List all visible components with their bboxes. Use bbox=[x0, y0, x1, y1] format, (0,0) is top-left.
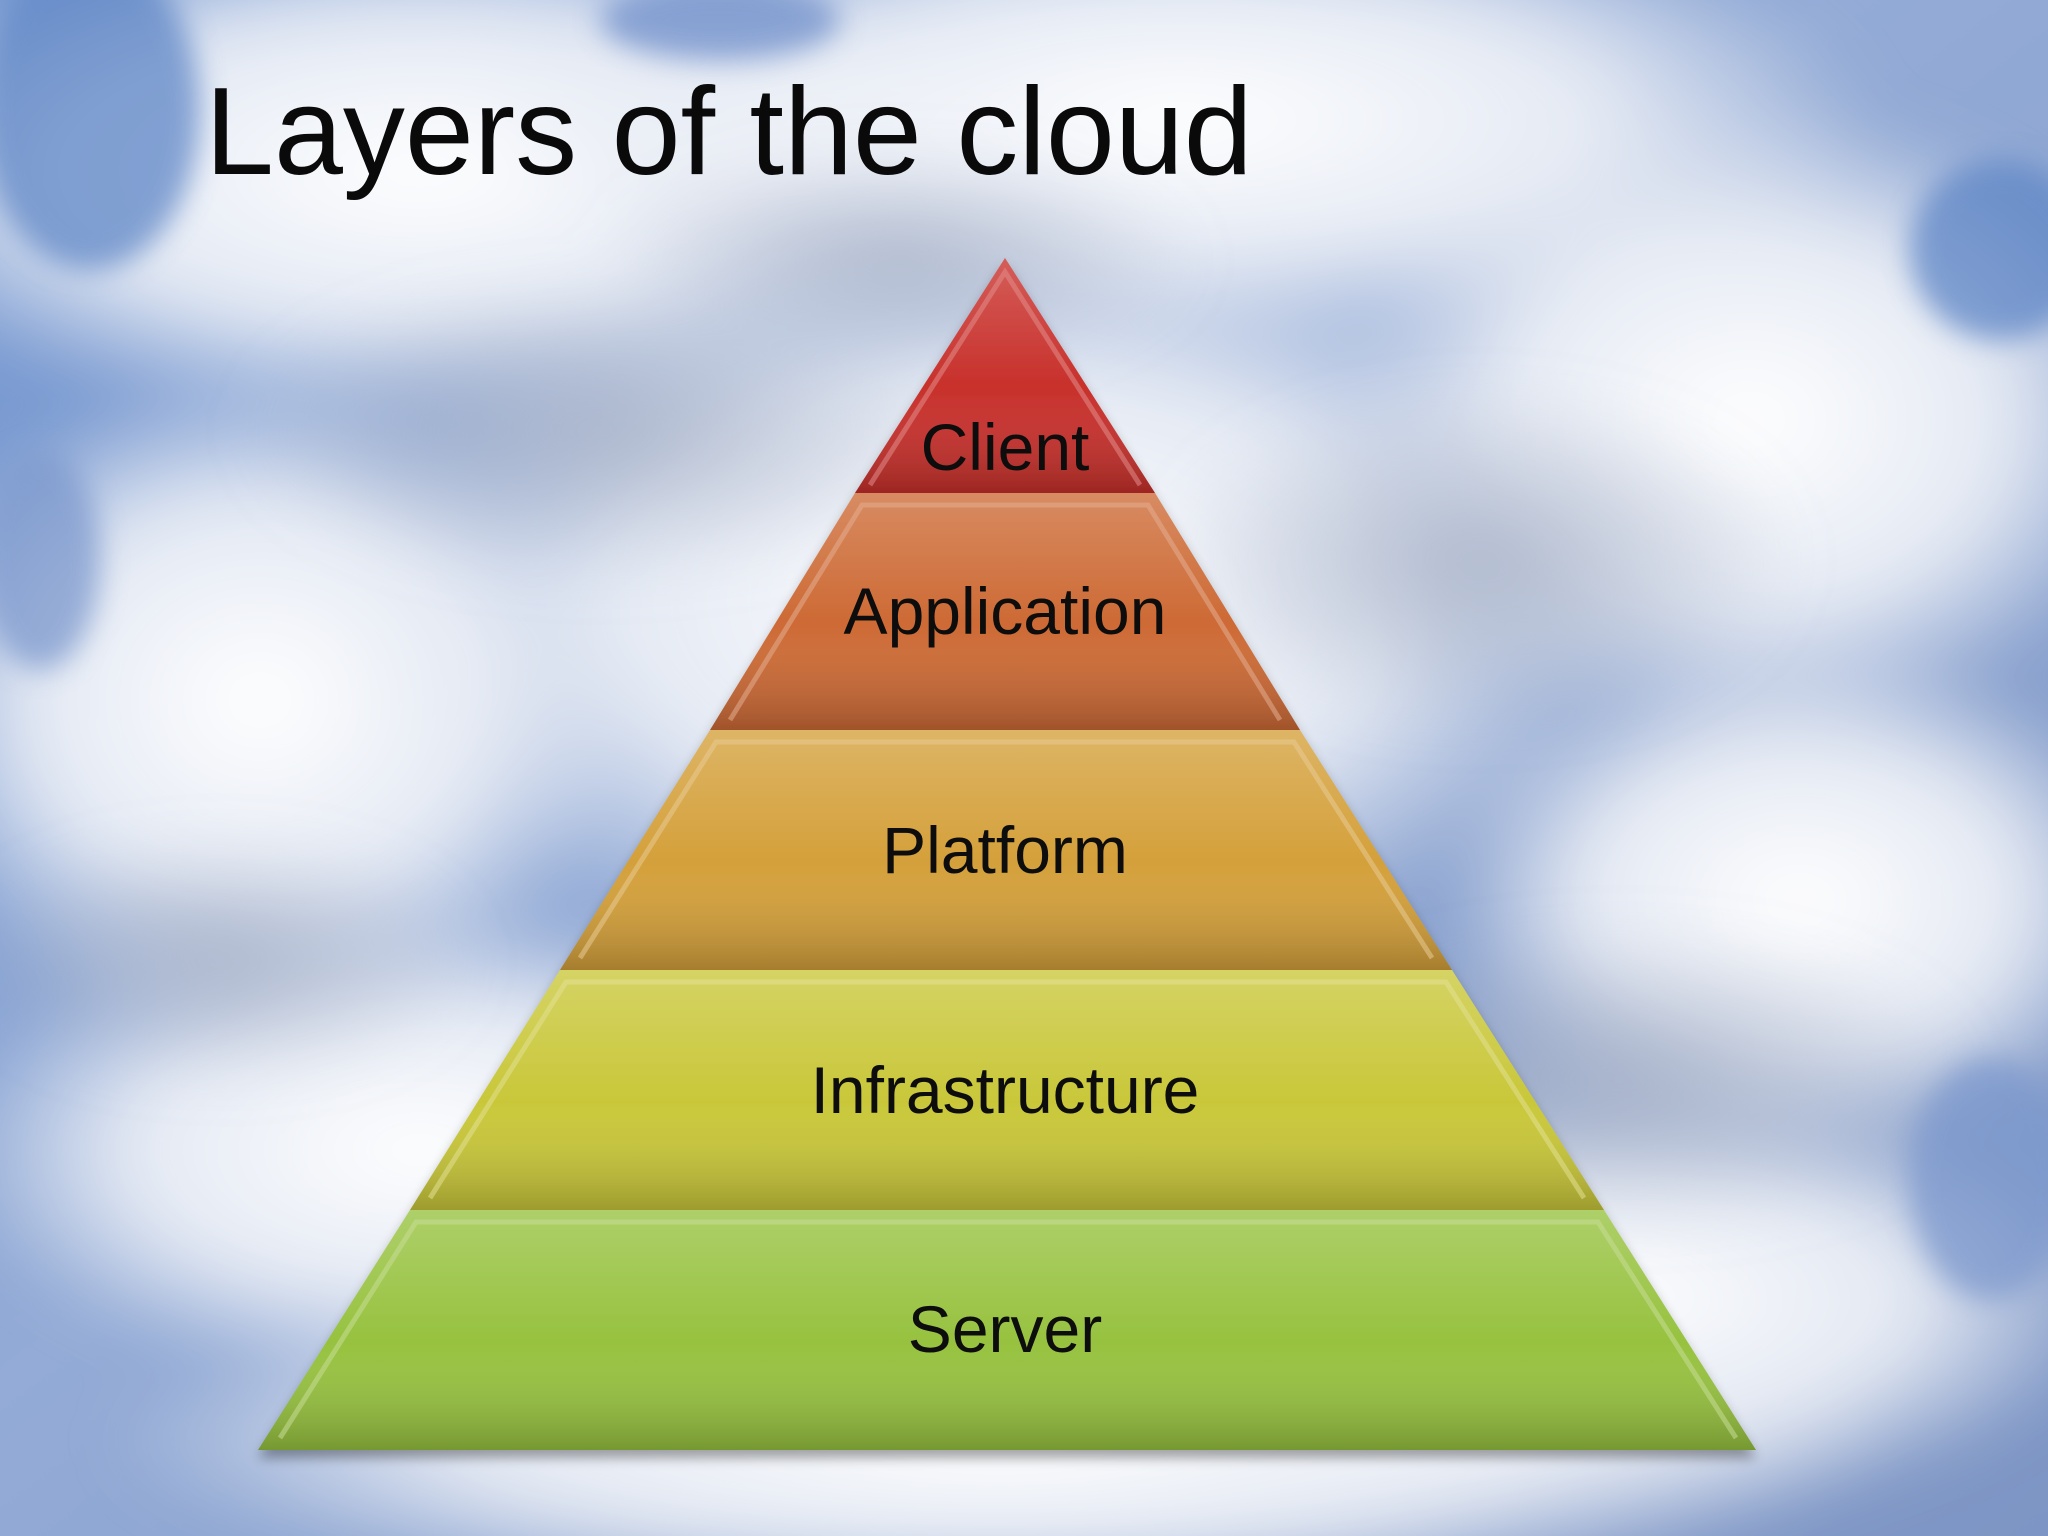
client-layer-shading bbox=[855, 258, 1155, 493]
client-layer-bevel bbox=[867, 267, 1143, 487]
infrastructure-layer-shading bbox=[410, 970, 1604, 1210]
pyramid-layer-client: Client bbox=[855, 258, 1155, 493]
layer-label-application: Application bbox=[844, 574, 1167, 648]
platform-layer-shading bbox=[560, 730, 1452, 970]
server-layer-shading bbox=[258, 1210, 1756, 1450]
pyramid-layer-infrastructure: Infrastructure bbox=[410, 970, 1604, 1210]
layer-label-client: Client bbox=[921, 410, 1090, 484]
slide-title: Layers of the cloud bbox=[205, 63, 1253, 201]
pyramid-layer-application: Application bbox=[710, 493, 1300, 730]
pyramid-layer-platform: Platform bbox=[560, 730, 1452, 970]
layer-label-platform: Platform bbox=[882, 813, 1128, 887]
server-layer-bevel bbox=[277, 1219, 1739, 1440]
platform-layer-bevel bbox=[577, 739, 1435, 960]
layer-label-infrastructure: Infrastructure bbox=[811, 1053, 1200, 1127]
layer-label-server: Server bbox=[908, 1292, 1102, 1366]
pyramid-layer-server: Server bbox=[258, 1210, 1756, 1450]
application-layer-bevel bbox=[727, 502, 1283, 722]
application-layer-shading bbox=[710, 493, 1300, 730]
infrastructure-layer-bevel bbox=[427, 979, 1587, 1200]
